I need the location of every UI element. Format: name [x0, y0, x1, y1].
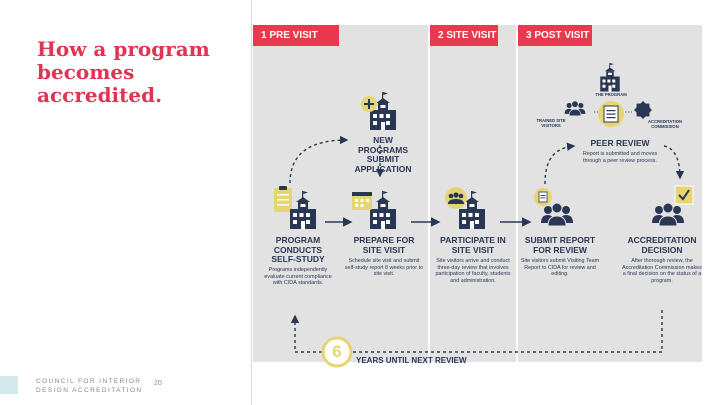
arrow-peer-review-to-decision	[663, 145, 685, 180]
stage-title-self-study: PROGRAM CONDUCTS SELF-STUDY	[271, 235, 325, 264]
stage-desc-prepare: Schedule site visit and submit self-stud…	[344, 258, 424, 278]
stage-desc-peer-review: Report is submitted and moves through a …	[582, 151, 658, 164]
footer-accent-square	[0, 376, 18, 394]
stage-desc-participate: Site visitors arrive and conduct three-d…	[435, 258, 511, 284]
prepare-icon	[352, 191, 396, 229]
footer-organization: COUNCIL FOR INTERIOR DESIGN ACCREDITATIO…	[36, 378, 143, 395]
footer-org-line-1: COUNCIL FOR INTERIOR	[36, 378, 142, 385]
stage-title-participate: PARTICIPATE IN SITE VISIT	[440, 235, 506, 255]
cycle-number: 6	[332, 342, 342, 361]
stage-desc-decision: After thorough review, the Accreditation…	[622, 258, 702, 284]
new-programs-icon	[361, 92, 396, 130]
cycle-loop-left	[290, 314, 322, 353]
label-accreditation-commission: ACCREDITATION COMMISSION	[647, 119, 683, 129]
submit-report-icon	[534, 188, 574, 227]
stage-title-submit-report: SUBMIT REPORT FOR REVIEW	[524, 235, 596, 255]
slide-divider	[251, 0, 252, 405]
label-trained-site-visitors: TRAINED SITE VISITORS	[536, 118, 566, 128]
label-the-program: THE PROGRAM	[595, 92, 627, 97]
decision-icon	[651, 185, 694, 227]
participate-icon	[445, 187, 485, 229]
stage-title-new-programs: NEW PROGRAMS SUBMIT APPLICATION	[354, 135, 412, 174]
phase-header-post-visit: 3 POST VISIT	[518, 25, 592, 46]
self-study-icon	[274, 186, 316, 229]
stage-title-decision: ACCREDITATION DECISION	[627, 235, 697, 255]
stage-title-prepare: PREPARE FOR SITE VISIT	[353, 235, 415, 255]
phase-header-pre-visit: 1 PRE VISIT	[253, 25, 339, 46]
arrow-report-to-peer-review	[544, 142, 576, 185]
six-year-circle	[321, 336, 353, 368]
stage-desc-self-study: Programs independently evaluate current …	[264, 267, 332, 287]
stage-desc-submit-report: Site visitors submit Visiting Team Repor…	[520, 258, 600, 278]
cycle-loop-right	[352, 310, 663, 353]
arrow-self-study-to-application	[289, 135, 349, 184]
peer-review-cluster	[564, 63, 652, 127]
cycle-label: YEARS UNTIL NEXT REVIEW	[356, 356, 467, 365]
slide-title: How a program becomes accredited.	[37, 37, 210, 107]
page-number: 20	[154, 380, 162, 387]
footer-org-line-2: DESIGN ACCREDITATION	[36, 386, 143, 394]
stage-title-peer-review: PEER REVIEW	[590, 138, 650, 148]
phase-header-site-visit: 2 SITE VISIT	[430, 25, 498, 46]
